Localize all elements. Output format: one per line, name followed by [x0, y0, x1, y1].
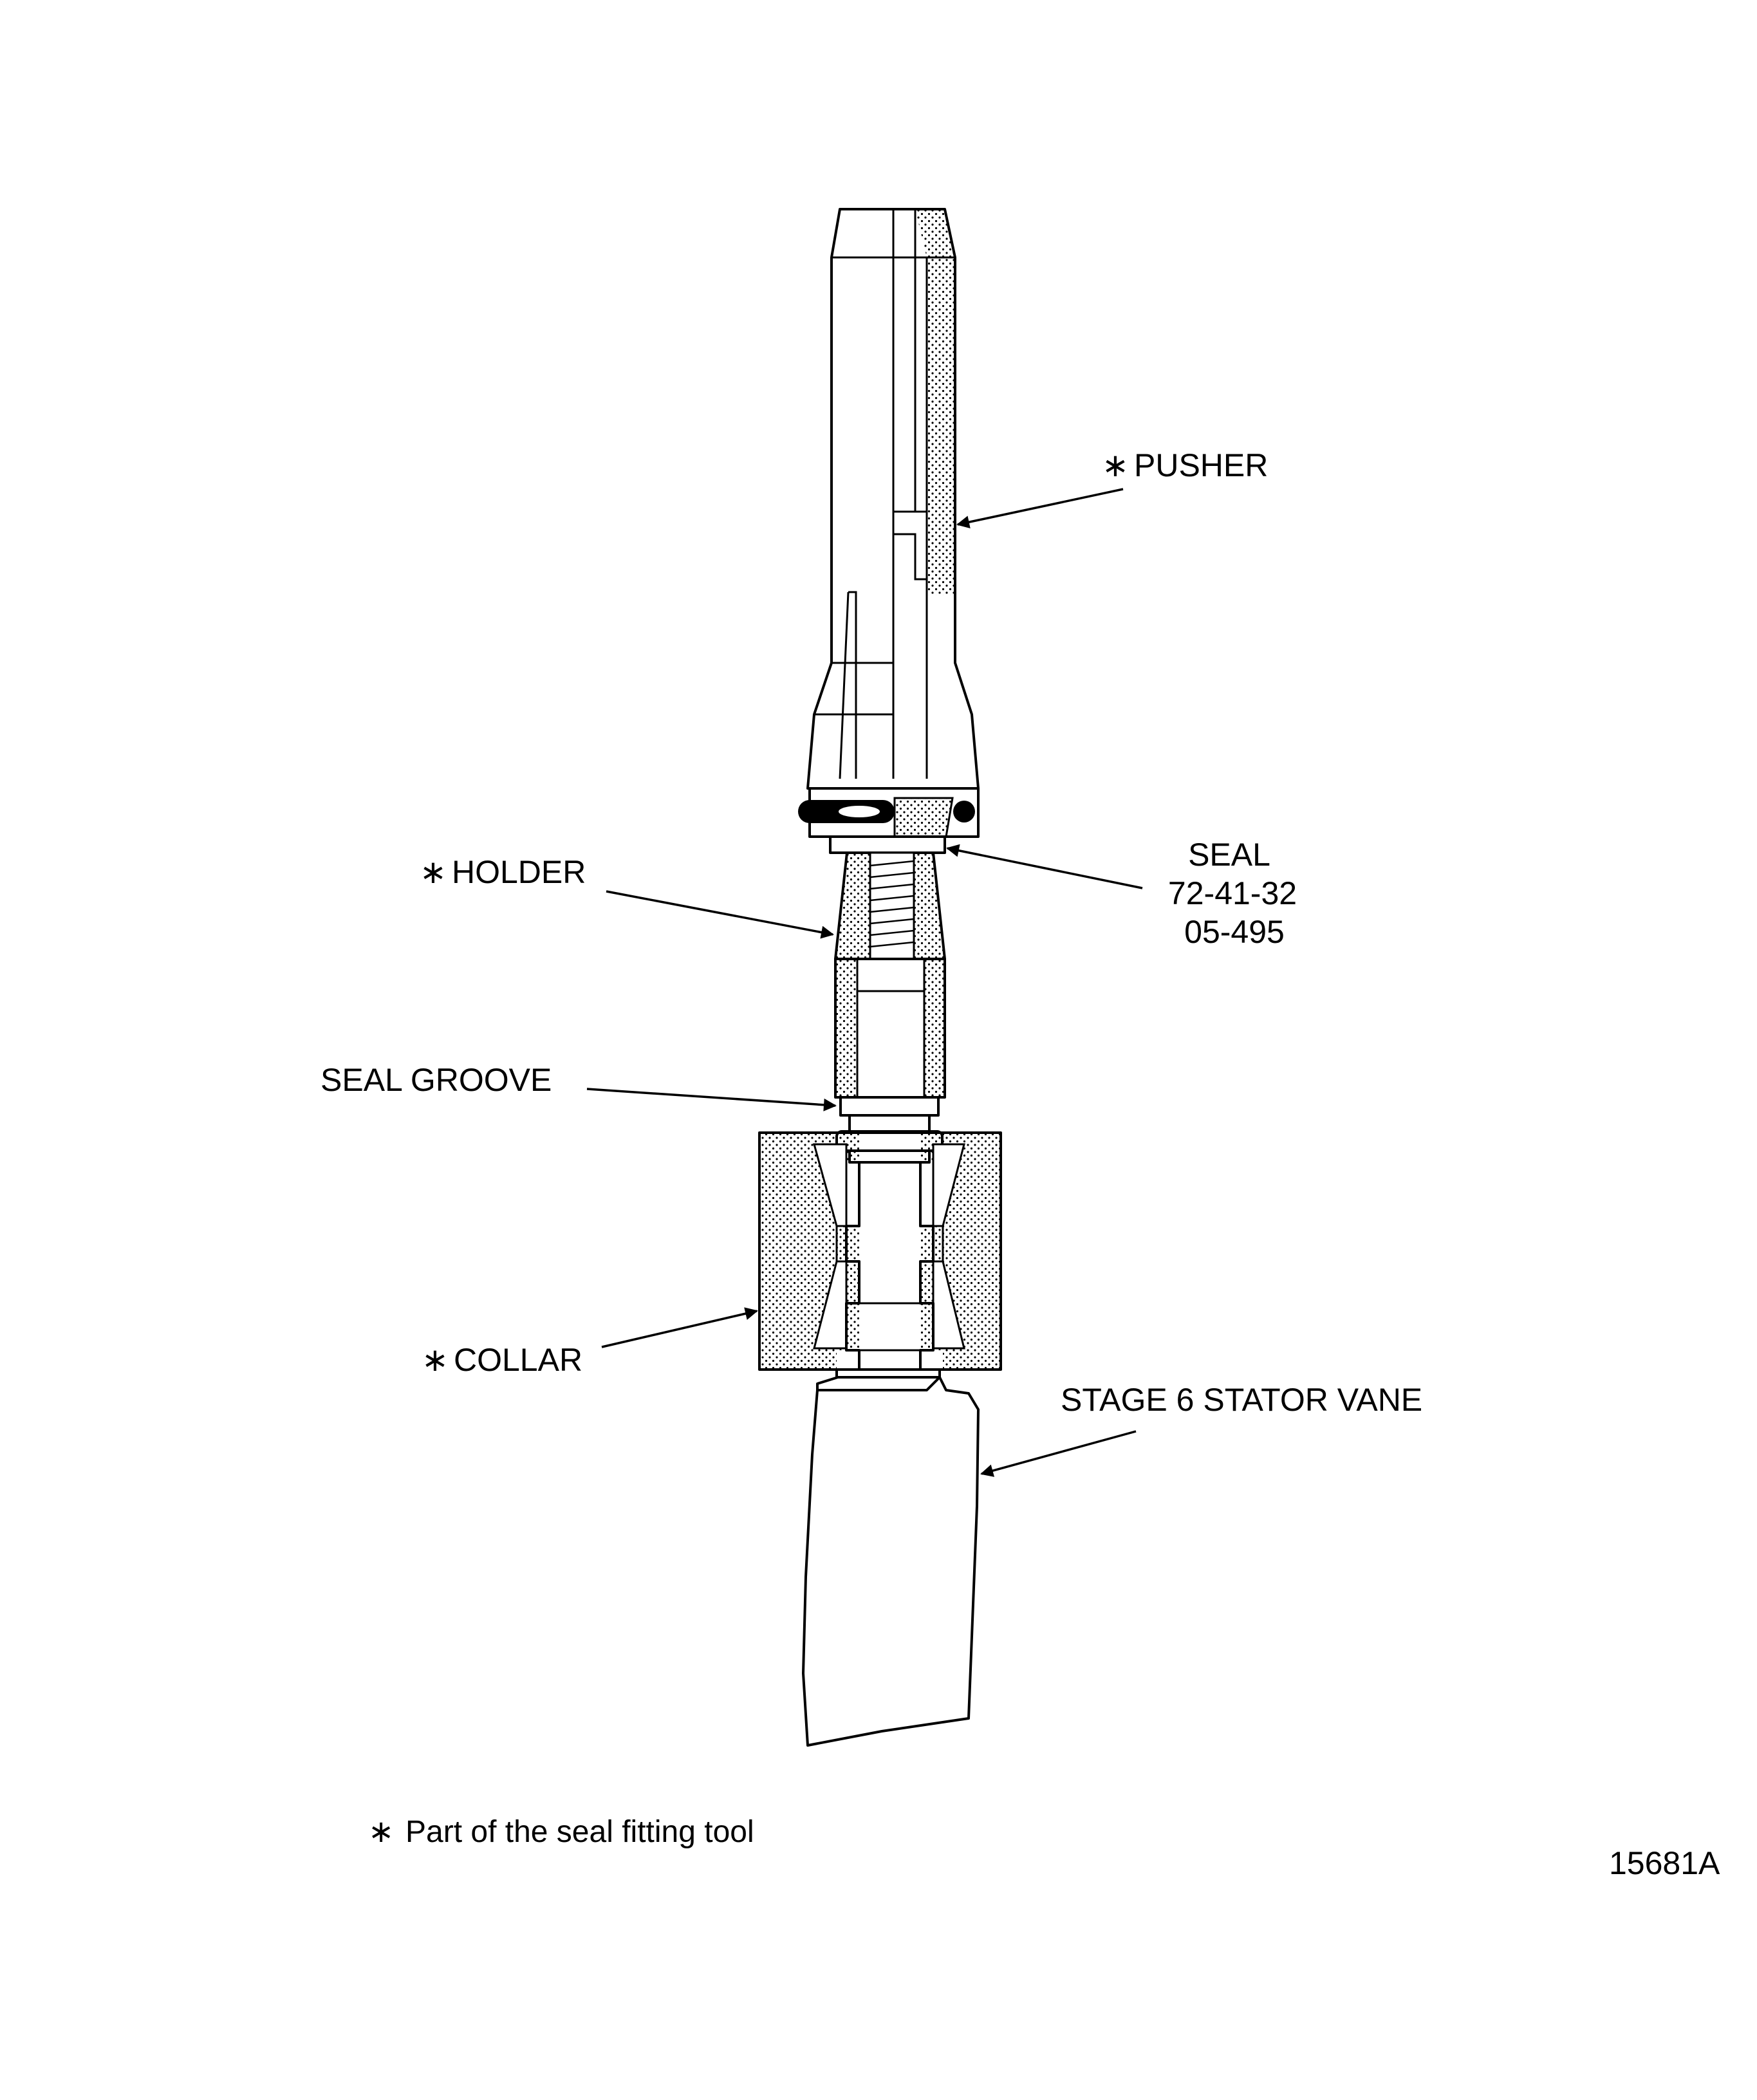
pusher-label: PUSHER [1134, 447, 1268, 483]
stator-vane-leader [980, 1430, 1137, 1477]
holder-part [829, 835, 946, 1099]
label-holder: ∗ HOLDER [420, 854, 586, 890]
seal-part [798, 787, 980, 838]
collar-leader [601, 1307, 758, 1348]
pusher-leader [956, 488, 1124, 529]
holder-leader [606, 890, 834, 939]
label-pusher: ∗ PUSHER [1102, 447, 1268, 483]
seal-part-number-2: 05-495 [1184, 914, 1285, 950]
label-seal: SEAL 72-41-32 05-495 [1168, 837, 1297, 950]
holder-label: HOLDER [452, 854, 586, 890]
tool-part-marker: ∗ [1102, 447, 1129, 483]
collar-part [758, 1131, 1002, 1371]
thread-lines [869, 860, 915, 948]
footnote-text: Part of the seal fitting tool [405, 1815, 754, 1849]
tool-part-marker: ∗ [422, 1342, 449, 1378]
tool-part-marker: ∗ [420, 854, 447, 890]
leader-lines [586, 488, 1143, 1477]
seal-groove-leader [586, 1088, 837, 1111]
seal-groove-label: SEAL GROOVE [321, 1062, 552, 1098]
seal-label: SEAL [1188, 837, 1270, 873]
stator-vane-label: STAGE 6 STATOR VANE [1061, 1382, 1422, 1418]
figure-number: 15681A [1609, 1845, 1720, 1881]
stator-vane-part [802, 1368, 980, 1747]
pusher-part [806, 208, 980, 790]
seal-leader [946, 844, 1143, 889]
seal-part-number-1: 72-41-32 [1168, 875, 1297, 911]
footnote-marker: ∗ [368, 1815, 394, 1849]
label-collar: ∗ COLLAR [422, 1342, 582, 1378]
footnote: ∗ Part of the seal fitting tool [368, 1815, 754, 1849]
collar-label: COLLAR [454, 1342, 582, 1378]
